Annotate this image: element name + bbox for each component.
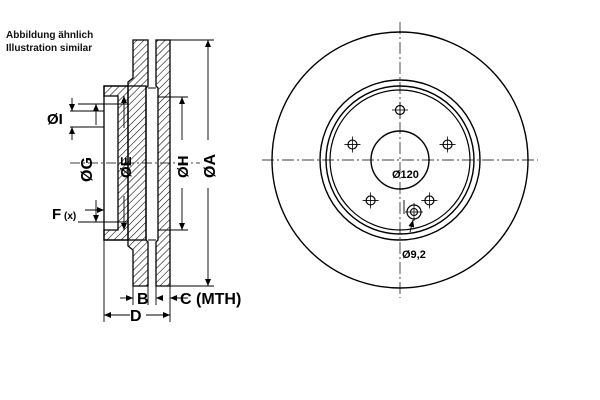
bolt-hole bbox=[344, 136, 361, 153]
bolt-hole bbox=[439, 136, 456, 153]
front-view: Ø120 Ø9,2 bbox=[262, 22, 538, 298]
bolt-hole bbox=[362, 192, 379, 209]
dim-label-f: F bbox=[52, 206, 61, 223]
bolt-hole-group bbox=[344, 102, 456, 209]
dim-label-a: ØA bbox=[202, 154, 219, 178]
bolt-hole bbox=[392, 102, 408, 118]
dim-label-h: ØH bbox=[175, 156, 192, 179]
caption-german: Abbildung ähnlich bbox=[6, 30, 94, 41]
dim-label-g: ØG bbox=[79, 157, 96, 182]
caption-english: Illustration similar bbox=[6, 43, 93, 54]
bolt-hole bbox=[421, 192, 438, 209]
hat-outer-ring-1 bbox=[319, 79, 481, 241]
dim-label-d: D bbox=[130, 308, 142, 325]
pcd-label: Ø120 bbox=[392, 169, 419, 181]
dim-label-f-sub: (x) bbox=[64, 211, 76, 222]
locating-hole bbox=[405, 203, 423, 221]
dim-label-e: ØE bbox=[118, 156, 135, 178]
dim-label-b: B bbox=[137, 291, 149, 308]
dim-label-i: ØI bbox=[47, 111, 63, 128]
side-section-view: ØI ØG ØE ØH ØA F (x) bbox=[47, 39, 241, 325]
hole-size-label: Ø9,2 bbox=[402, 249, 426, 261]
dim-label-c: C (MTH) bbox=[180, 291, 241, 308]
